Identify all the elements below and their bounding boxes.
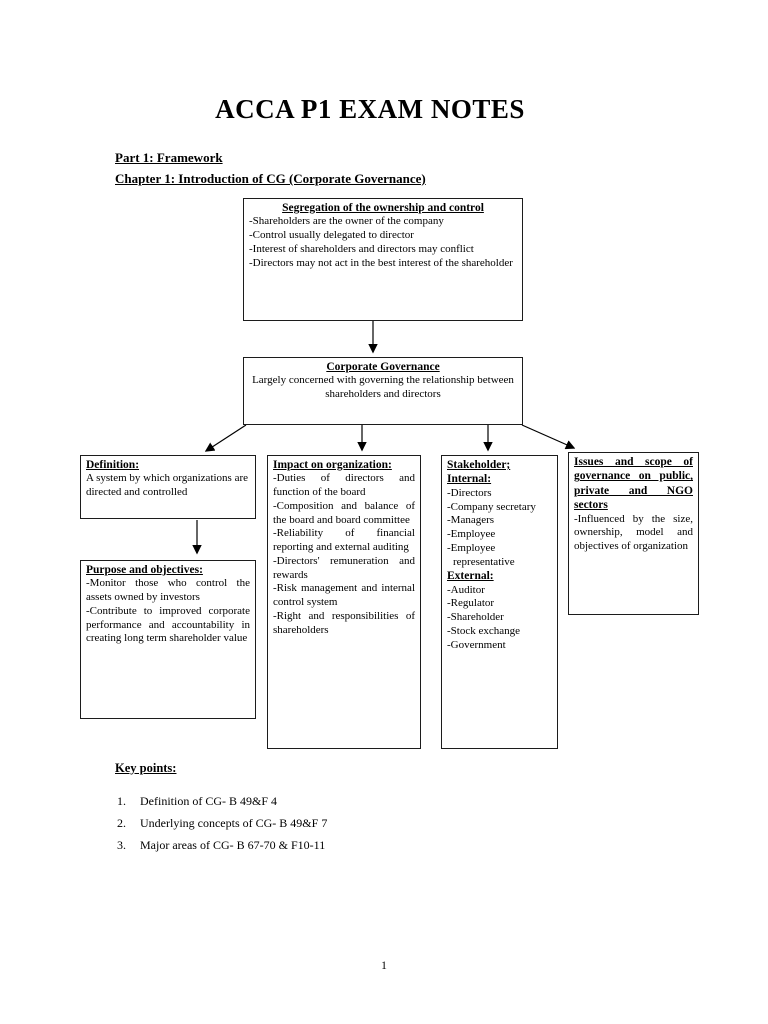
key-point-number: 2.	[117, 816, 126, 830]
key-point-item: 2. Underlying concepts of CG- B 49&F 7	[117, 816, 327, 831]
impact-title: Impact on organization:	[273, 459, 392, 471]
stakeholder-external-item: -Regulator	[447, 597, 495, 610]
part-heading: Part 1: Framework	[115, 150, 223, 165]
key-point-item: 1. Definition of CG- B 49&F 4	[117, 794, 327, 809]
segregation-item: -Directors may not act in the best inter…	[249, 256, 513, 269]
segregation-item: -Control usually delegated to director	[249, 229, 414, 242]
definition-body: A system by which organizations are dire…	[86, 472, 249, 499]
page-number: 1	[381, 960, 387, 972]
impact-item: -Composition and balance of the board an…	[273, 499, 415, 526]
purpose-box: Purpose and objectives: -Monitor those w…	[80, 560, 256, 719]
stakeholder-external-label: External:	[447, 570, 494, 583]
issues-box: Issues and scope of governance on public…	[568, 452, 699, 615]
key-point-text: Underlying concepts of CG- B 49&F 7	[140, 816, 328, 830]
stakeholder-internal-label: Internal:	[447, 473, 492, 486]
stakeholder-external-item: -Auditor	[447, 583, 485, 596]
key-points-list: 1. Definition of CG- B 49&F 4 2. Underly…	[117, 794, 327, 860]
stakeholder-internal-item: -Employee representative	[447, 541, 515, 568]
corporate-governance-box: Corporate Governance Largely concerned w…	[243, 357, 523, 425]
key-point-item: 3. Major areas of CG- B 67-70 & F10-11	[117, 838, 327, 853]
stakeholder-internal-item: -Company secretary	[447, 500, 536, 513]
impact-box: Impact on organization: -Duties of direc…	[267, 455, 421, 749]
definition-box: Definition: A system by which organizati…	[80, 455, 256, 519]
key-point-number: 3.	[117, 838, 126, 852]
impact-item: -Risk management and internal control sy…	[273, 582, 415, 609]
stakeholder-internal-item: -Managers	[447, 514, 495, 527]
arrow-cg-to-definition	[204, 424, 247, 452]
issues-title: Issues and scope of governance on public…	[574, 456, 693, 512]
arrow-cg-to-issues	[521, 424, 576, 450]
segregation-item: -Interest of shareholders and directors …	[249, 242, 474, 255]
impact-item: -Duties of directors and function of the…	[273, 472, 415, 499]
purpose-item: -Contribute to improved corporate perfor…	[86, 604, 250, 645]
stakeholder-title: Stakeholder;	[447, 459, 511, 471]
chapter-heading: Chapter 1: Introduction of CG (Corporate…	[115, 171, 426, 186]
stakeholder-external-item: -Stock exchange	[447, 624, 520, 637]
key-point-number: 1.	[117, 794, 126, 808]
purpose-title: Purpose and objectives:	[86, 564, 203, 576]
corporate-governance-body: Largely concerned with governing the rel…	[252, 374, 514, 401]
stakeholder-box: Stakeholder; Internal: -Directors -Compa…	[441, 455, 558, 749]
key-point-text: Major areas of CG- B 67-70 & F10-11	[140, 838, 326, 852]
corporate-governance-title: Corporate Governance	[326, 361, 440, 373]
stakeholder-external-item: -Government	[447, 638, 506, 651]
stakeholder-internal-item: -Employee	[447, 528, 496, 540]
definition-title: Definition:	[86, 459, 140, 471]
impact-item: -Directors' remuneration and rewards	[273, 554, 415, 581]
key-point-text: Definition of CG- B 49&F 4	[140, 794, 277, 808]
page-title: ACCA P1 EXAM NOTES	[215, 94, 525, 124]
segregation-item: -Shareholders are the owner of the compa…	[249, 215, 444, 228]
issues-body: -Influenced by the size, ownership, mode…	[574, 512, 693, 553]
purpose-item: -Monitor those who control the assets ow…	[86, 577, 250, 604]
segregation-box: Segregation of the ownership and control…	[243, 198, 523, 321]
segregation-title: Segregation of the ownership and control	[282, 202, 484, 214]
stakeholder-internal-item: -Directors	[447, 486, 492, 499]
impact-item: -Right and responsibilities of sharehold…	[273, 609, 415, 636]
key-points-heading: Key points:	[115, 761, 177, 775]
stakeholder-external-item: -Shareholder	[447, 611, 504, 624]
impact-item: -Reliability of financial reporting and …	[273, 527, 415, 554]
